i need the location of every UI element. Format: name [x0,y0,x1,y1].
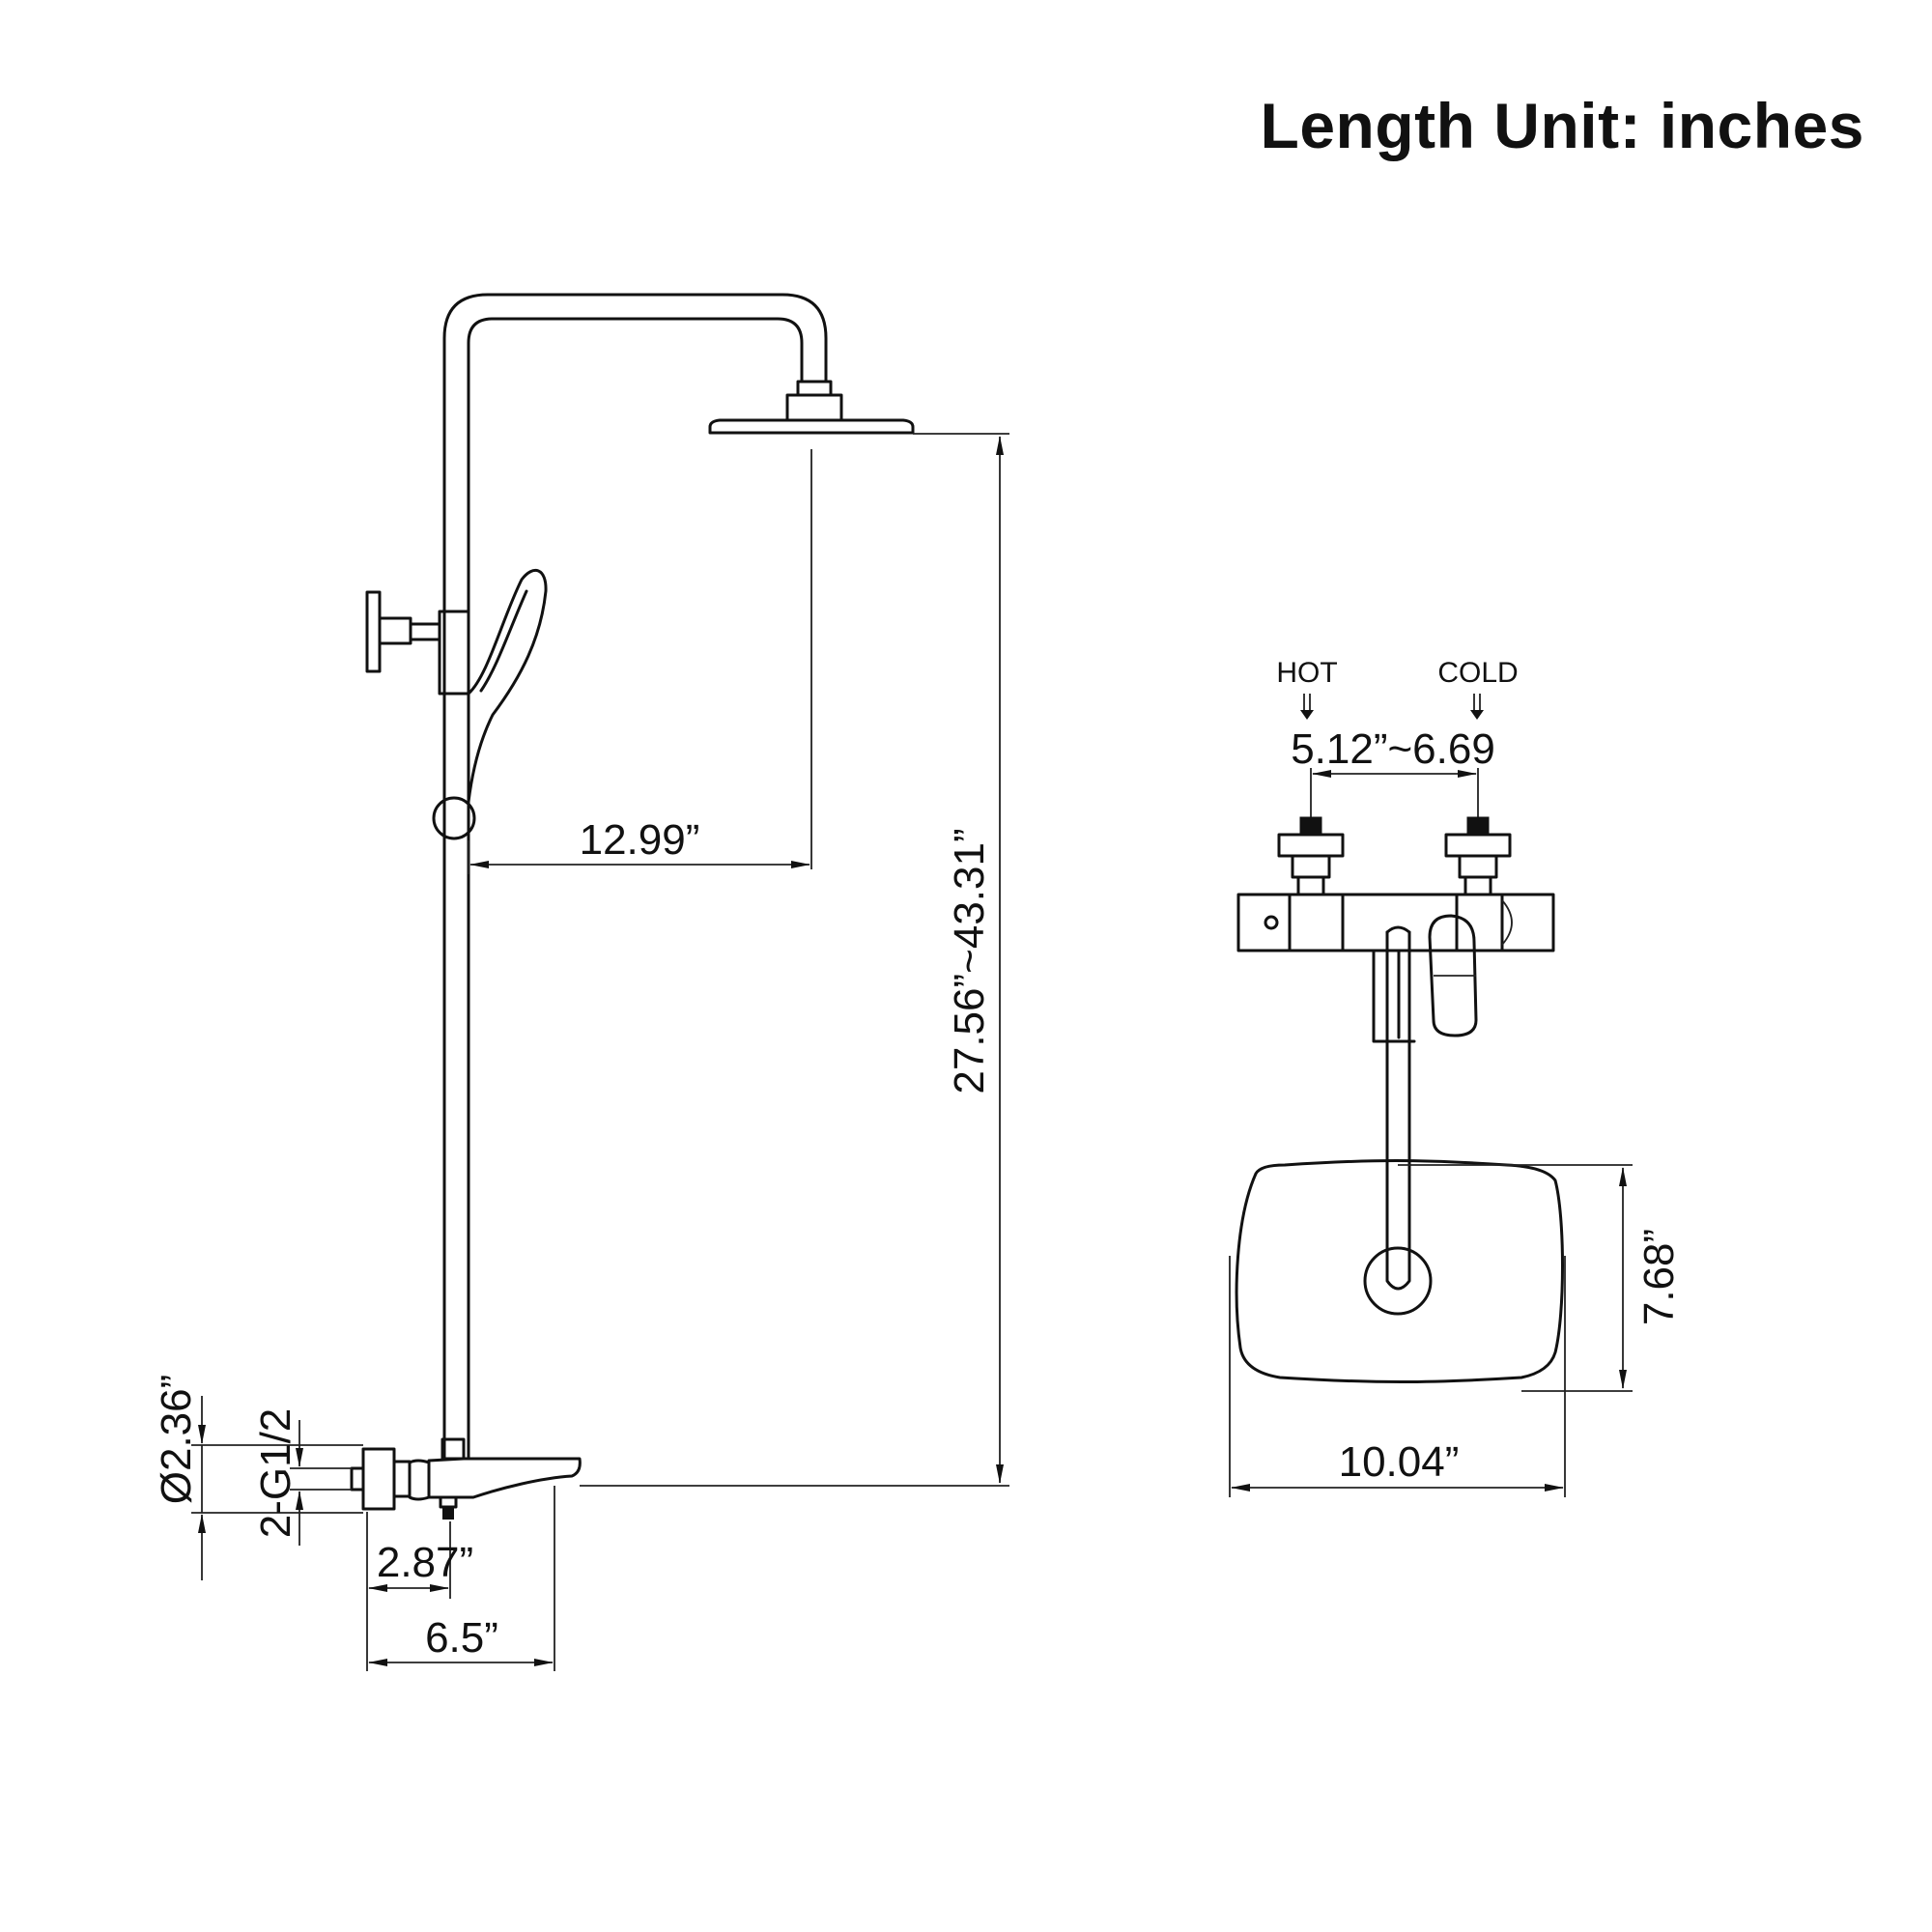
reach-dimension-label: 12.99” [580,816,700,864]
inlet-centers-label: 5.12”~6.69 [1291,725,1495,773]
outer-depth-label: 6.5” [425,1614,498,1662]
shower-riser-pipe [442,293,828,1461]
reach-dimension: 12.99” [468,449,812,874]
rain-shower-head [708,380,915,435]
thread-dimension: 2-G1/2 [252,1408,352,1546]
hot-inlet-fitting [1277,816,1345,896]
hand-shower [467,568,548,804]
hot-inlet-arrow-icon [1300,694,1314,720]
inner-depth-label: 2.87” [377,1539,473,1586]
head-width-dimension: 10.04” [1229,1256,1566,1497]
inlet-centers-dimension: 5.12”~6.69 [1291,725,1495,823]
mixer-body [1236,893,1555,1043]
thread-dimension-label: 2-G1/2 [252,1408,299,1539]
slider-knob [432,796,476,840]
top-view: HOT COLD 5.12”~6.69 [1229,657,1683,1497]
top-view-arm [1385,925,1411,1282]
cold-inlet-fitting [1444,816,1512,896]
diverter-handle [365,590,470,696]
front-view: 27.56”~43.31” 12.99” Ø2.36” [153,293,1009,1671]
head-depth-dimension: 7.68” [1398,1164,1683,1392]
length-unit-title: Length Unit: inches [1260,90,1864,161]
square-shower-head [1235,1159,1564,1383]
head-depth-label: 7.68” [1635,1229,1683,1325]
cold-inlet-label: COLD [1437,657,1518,689]
diameter-dimension-label: Ø2.36” [153,1375,200,1505]
height-dimension: 27.56”~43.31” [580,433,1009,1487]
height-dimension-label: 27.56”~43.31” [946,828,993,1094]
bath-mixer-base [350,1437,582,1520]
hot-inlet-label: HOT [1276,657,1337,689]
diameter-dimension: Ø2.36” [153,1375,363,1580]
head-width-label: 10.04” [1339,1438,1460,1486]
depth-dimensions: 2.87” 6.5” [366,1486,555,1671]
cold-inlet-arrow-icon [1470,694,1484,720]
mixer-lever [1428,914,1478,1037]
